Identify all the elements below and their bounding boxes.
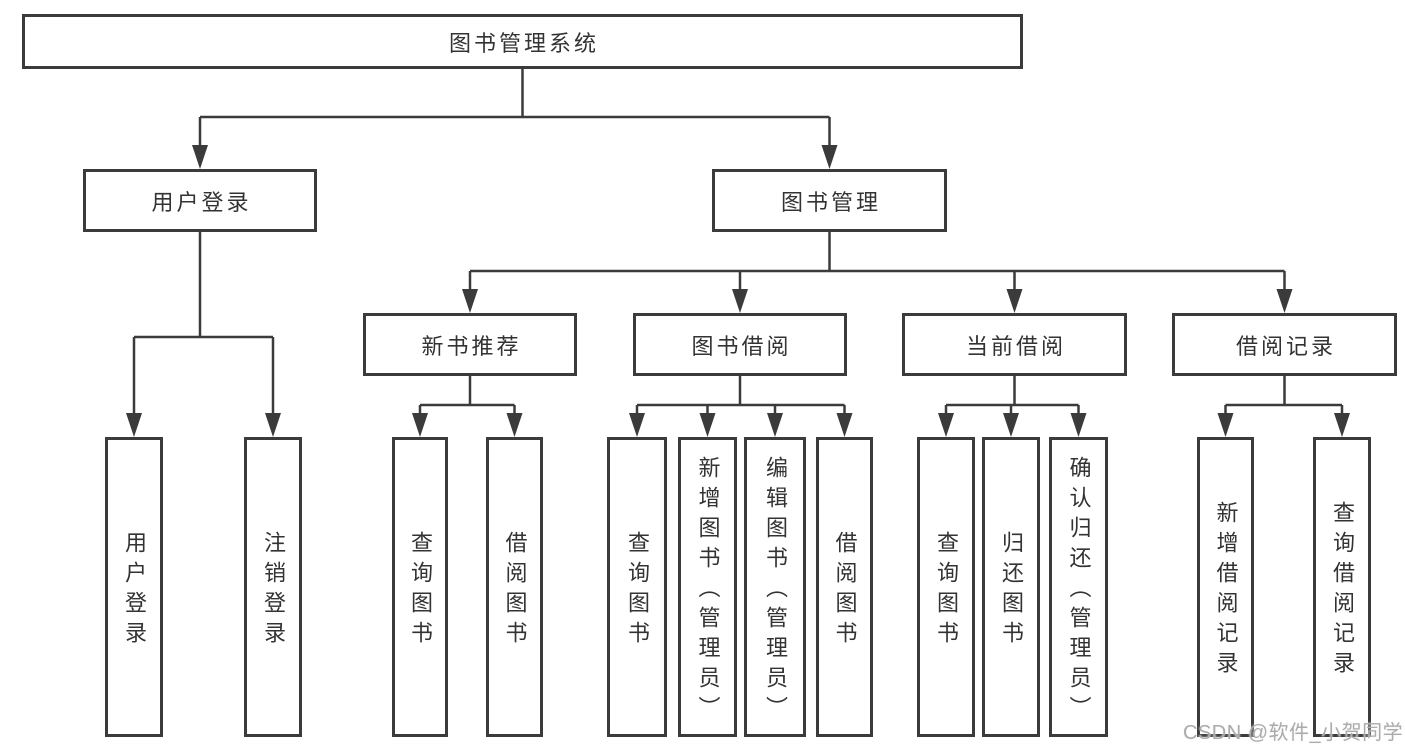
node-label: 归还图书 bbox=[999, 531, 1024, 651]
node-leaf-query-borrow-record: 查询借阅记录 bbox=[1313, 437, 1371, 737]
node-leaf-query-books-recommend: 查询图书 bbox=[392, 437, 448, 737]
node-leaf-confirm-return-admin: 确认归还（管理员） bbox=[1049, 437, 1108, 737]
node-label: 图书管理 bbox=[780, 189, 881, 215]
node-leaf-edit-books-admin: 编辑图书（管理员） bbox=[744, 437, 806, 737]
node-label: 注销登录 bbox=[261, 531, 286, 651]
node-label: 借阅图书 bbox=[502, 531, 528, 651]
node-label: 图书管理系统 bbox=[448, 30, 599, 56]
node-new-book-recommend: 新书推荐 bbox=[363, 313, 577, 376]
node-leaf-user-login: 用户登录 bbox=[105, 437, 163, 737]
node-book-borrow: 图书借阅 bbox=[633, 313, 847, 376]
node-current-borrow: 当前借阅 bbox=[902, 313, 1127, 376]
node-label: 新增图书（管理员） bbox=[695, 456, 721, 726]
node-user-login: 用户登录 bbox=[83, 169, 317, 232]
node-label: 新增借阅记录 bbox=[1213, 501, 1239, 681]
node-label: 确认归还（管理员） bbox=[1066, 456, 1092, 726]
node-leaf-query-books-current: 查询图书 bbox=[917, 437, 975, 737]
node-label: 编辑图书（管理员） bbox=[763, 456, 788, 726]
node-label: 图书借阅 bbox=[691, 333, 792, 359]
node-leaf-query-books-borrow: 查询图书 bbox=[607, 437, 667, 737]
node-label: 用户登录 bbox=[151, 189, 252, 215]
node-leaf-add-borrow-record: 新增借阅记录 bbox=[1197, 437, 1254, 737]
node-leaf-return-books: 归还图书 bbox=[982, 437, 1040, 737]
csdn-watermark: CSDN @软件_小贺同学 bbox=[1183, 722, 1404, 744]
node-label: 当前借阅 bbox=[965, 333, 1066, 359]
connector-root-to-level2 bbox=[192, 69, 838, 169]
node-label: 查询图书 bbox=[934, 531, 959, 651]
connector-current-borrow-children bbox=[938, 376, 1087, 437]
node-label: 查询图书 bbox=[625, 531, 650, 651]
connector-book-management-children bbox=[462, 232, 1293, 313]
node-label: 用户登录 bbox=[122, 531, 147, 651]
connector-borrow-records-children bbox=[1217, 376, 1350, 437]
node-leaf-borrow-books: 借阅图书 bbox=[816, 437, 873, 737]
node-leaf-logout: 注销登录 bbox=[244, 437, 302, 737]
node-leaf-add-books-admin: 新增图书（管理员） bbox=[678, 437, 737, 737]
node-leaf-borrow-books-recommend: 借阅图书 bbox=[486, 437, 543, 737]
connector-user-login-children bbox=[126, 232, 281, 437]
connector-book-borrow-children bbox=[629, 376, 853, 437]
node-label: 新书推荐 bbox=[421, 333, 522, 359]
node-borrow-records: 借阅记录 bbox=[1172, 313, 1397, 376]
node-label: 借阅图书 bbox=[832, 531, 858, 651]
node-book-management: 图书管理 bbox=[712, 169, 947, 232]
connector-new-book-recommend-children bbox=[412, 376, 523, 437]
node-library-management-system: 图书管理系统 bbox=[22, 14, 1023, 69]
node-label: 查询借阅记录 bbox=[1330, 501, 1355, 681]
node-label: 借阅记录 bbox=[1235, 333, 1336, 359]
node-label: 查询图书 bbox=[408, 531, 433, 651]
